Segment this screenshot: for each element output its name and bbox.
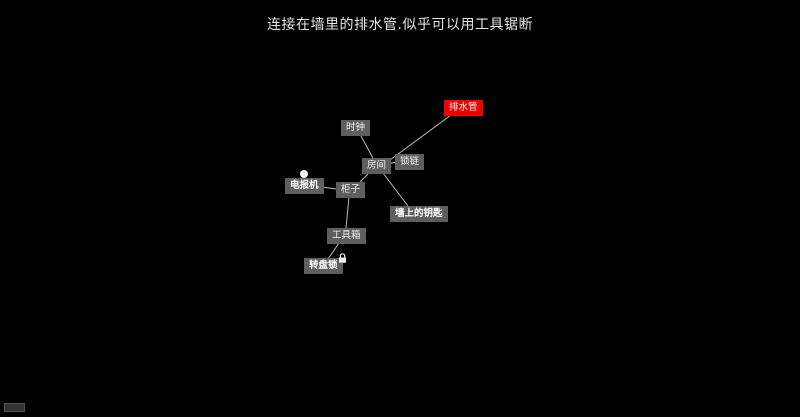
node-room[interactable]: 房间 xyxy=(362,158,392,174)
node-telegraph[interactable]: 电报机 xyxy=(285,178,324,194)
padlock-icon xyxy=(339,253,346,263)
link-cabinet-toolbox xyxy=(345,196,350,229)
node-toolbox[interactable]: 工具箱 xyxy=(327,228,366,244)
link-room-drain-pipe xyxy=(389,114,452,161)
link-room-cabinet xyxy=(359,173,369,183)
node-cabinet[interactable]: 柜子 xyxy=(336,182,366,198)
message-text: 连接在墙里的排水管.似乎可以用工具锯断 xyxy=(267,17,533,33)
link-room-clock xyxy=(360,135,375,161)
link-room-wall-key xyxy=(382,172,409,207)
node-drain-pipe[interactable]: 排水管 xyxy=(444,100,483,116)
node-wall-key[interactable]: 墙上的钥匙 xyxy=(390,206,448,222)
menu-button[interactable] xyxy=(4,403,25,412)
link-cabinet-telegraph xyxy=(321,186,337,190)
node-dial-lock[interactable]: 转盘锁 xyxy=(304,258,343,274)
marker-dot-icon xyxy=(300,170,308,178)
node-chain[interactable]: 锁链 xyxy=(395,154,425,170)
node-clock[interactable]: 时钟 xyxy=(341,120,371,136)
link-toolbox-dial-lock xyxy=(327,242,340,260)
